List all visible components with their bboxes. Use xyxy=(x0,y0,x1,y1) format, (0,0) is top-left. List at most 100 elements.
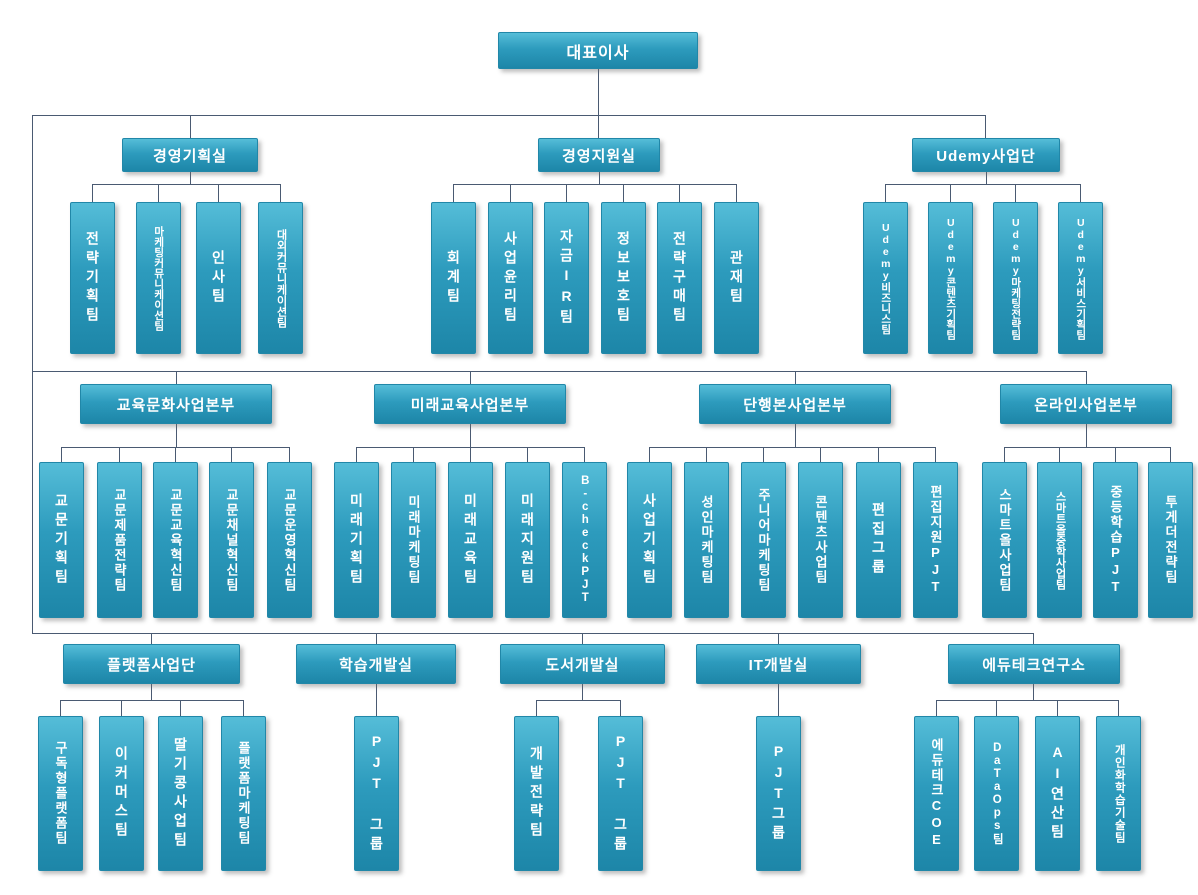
node-book-dev-office: 도서개발실 xyxy=(500,644,665,684)
connector-line xyxy=(736,184,737,202)
connector-line xyxy=(986,172,987,184)
connector-line xyxy=(936,700,937,716)
node-education-culture-hq: 교육문화사업본부 xyxy=(80,384,272,424)
connector-line xyxy=(356,447,357,462)
connector-line xyxy=(32,115,33,633)
node-future-education-hq: 미래교육사업본부 xyxy=(374,384,566,424)
connector-line xyxy=(32,371,1086,372)
connector-line xyxy=(1004,447,1005,462)
connector-line xyxy=(778,633,779,644)
team-kyomun-planning: 교문기획팀 xyxy=(39,462,84,618)
connector-line xyxy=(180,700,181,716)
connector-line xyxy=(1086,424,1087,447)
node-udemy-division: Udemy사업단 xyxy=(912,138,1060,172)
connector-line xyxy=(376,684,377,716)
connector-line xyxy=(878,447,879,462)
team-future-marketing: 미래마케팅팀 xyxy=(391,462,436,618)
connector-line xyxy=(1170,447,1171,462)
connector-line xyxy=(536,700,621,701)
connector-line xyxy=(599,172,600,184)
connector-line xyxy=(763,447,764,462)
connector-line xyxy=(453,184,736,185)
connector-line xyxy=(985,115,986,138)
connector-line xyxy=(280,184,281,202)
connector-line xyxy=(598,115,599,138)
team-business-planning: 사업기획팀 xyxy=(627,462,672,618)
team-smartall-business: 스마트올사업팀 xyxy=(982,462,1027,618)
team-udemy-service-planning: Udemy서비스기획팀 xyxy=(1058,202,1103,354)
team-info-security: 정보보호팀 xyxy=(601,202,646,354)
connector-line xyxy=(158,184,159,202)
connector-line xyxy=(885,184,886,202)
connector-line xyxy=(566,184,567,202)
connector-line xyxy=(679,184,680,202)
node-online-business-hq: 온라인사업본부 xyxy=(1000,384,1172,424)
connector-line xyxy=(190,115,191,138)
connector-line xyxy=(151,633,152,644)
group-pjt-learning: PJT 그룹 xyxy=(354,716,399,871)
connector-line xyxy=(820,447,821,462)
team-hr: 인사팀 xyxy=(196,202,241,354)
connector-line xyxy=(176,371,177,384)
connector-line xyxy=(510,184,511,202)
team-finance-ir: 자금IR팀 xyxy=(544,202,589,354)
connector-line xyxy=(935,447,936,462)
connector-line xyxy=(453,184,454,202)
team-accounting: 회계팀 xyxy=(431,202,476,354)
connector-line xyxy=(620,700,621,716)
team-kyomun-education-innovation: 교문교육혁신팀 xyxy=(153,462,198,618)
connector-line xyxy=(778,684,779,716)
connector-line xyxy=(32,115,985,116)
team-kyomun-channel-innovation: 교문채널혁신팀 xyxy=(209,462,254,618)
group-pjt-it: PJT그룹 xyxy=(756,716,801,871)
connector-line xyxy=(1118,700,1119,716)
connector-line xyxy=(231,447,232,462)
connector-line xyxy=(60,700,244,701)
connector-line xyxy=(60,700,61,716)
team-content-business: 콘텐츠사업팀 xyxy=(798,462,843,618)
connector-line xyxy=(996,700,997,716)
connector-line xyxy=(706,447,707,462)
team-external-communication: 대외커뮤니케이션팀 xyxy=(258,202,303,354)
connector-line xyxy=(936,700,1118,701)
team-future-support: 미래지원팀 xyxy=(505,462,550,618)
team-junior-marketing: 주니어마케팅팀 xyxy=(741,462,786,618)
node-learning-dev-office: 학습개발실 xyxy=(296,644,456,684)
team-udemy-business: Udemy비즈니스팀 xyxy=(863,202,908,354)
team-marketing-communication: 마케팅커뮤니케이션팀 xyxy=(136,202,181,354)
connector-line xyxy=(885,184,1081,185)
connector-line xyxy=(289,447,290,462)
connector-line xyxy=(1004,447,1171,448)
team-kyomun-product-strategy: 교문제품전략팀 xyxy=(97,462,142,618)
connector-line xyxy=(527,447,528,462)
connector-line xyxy=(218,184,219,202)
team-kyomun-operation-innovation: 교문운영혁신팀 xyxy=(267,462,312,618)
team-udemy-marketing-strategy: Udemy마케팅전략팀 xyxy=(993,202,1038,354)
team-ddalgikong-business: 딸기콩사업팀 xyxy=(158,716,203,871)
team-together-strategy: 투게더전략팀 xyxy=(1148,462,1193,618)
connector-line xyxy=(1015,184,1016,202)
connector-line xyxy=(623,184,624,202)
connector-line xyxy=(1033,633,1034,644)
team-smartall-middle-school: 스마트올중학사업팀 xyxy=(1037,462,1082,618)
connector-line xyxy=(175,447,176,462)
connector-line xyxy=(1059,447,1060,462)
connector-line xyxy=(584,447,585,462)
team-platform-marketing: 플랫폼마케팅팀 xyxy=(221,716,266,871)
team-personalized-learning-tech: 개인화학습기술팀 xyxy=(1096,716,1141,871)
connector-line xyxy=(121,700,122,716)
node-ceo: 대표이사 xyxy=(498,32,698,69)
group-pjt-book: PJT 그룹 xyxy=(598,716,643,871)
team-editing-support-pjt: 편집지원PJT xyxy=(913,462,958,618)
connector-line xyxy=(598,69,599,115)
team-ai-computation: AI연산팀 xyxy=(1035,716,1080,871)
connector-line xyxy=(1057,700,1058,716)
connector-line xyxy=(119,447,120,462)
connector-line xyxy=(1033,684,1034,700)
connector-line xyxy=(470,447,471,462)
team-middle-school-learning-pjt: 중등학습PJT xyxy=(1093,462,1138,618)
group-editing: 편집그룹 xyxy=(856,462,901,618)
connector-line xyxy=(1086,371,1087,384)
connector-line xyxy=(61,447,62,462)
